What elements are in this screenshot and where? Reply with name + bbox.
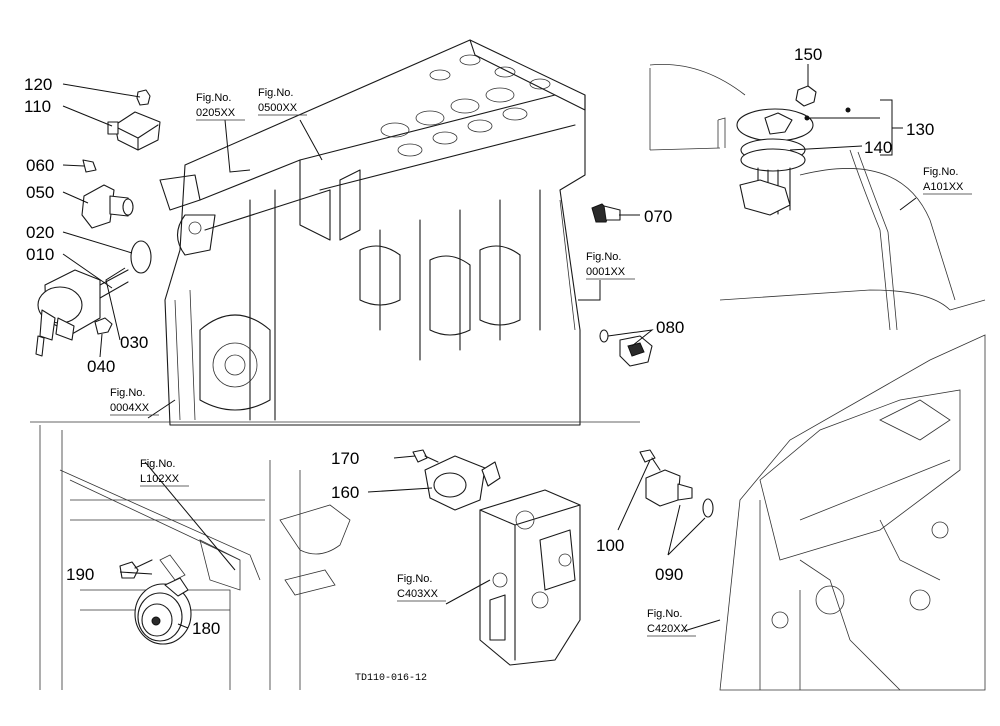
fig-ref-0001: Fig.No. 0001XX <box>586 251 635 280</box>
fig-ref-L102: Fig.No. L102XX <box>140 458 189 487</box>
nut-150-illustration <box>795 85 817 107</box>
frame-illustration <box>39 425 351 690</box>
drawing-code: TD110-016-12 <box>355 673 427 684</box>
svg-text:C420XX: C420XX <box>647 623 689 635</box>
fig-ref-C403: Fig.No. C403XX <box>397 573 446 602</box>
bolt-100-illustration <box>639 449 661 471</box>
part-label-040: 040 <box>87 357 115 376</box>
fig-ref-0205: Fig.No. 0205XX <box>196 92 245 121</box>
part-label-120: 120 <box>24 75 52 94</box>
part-label-180: 180 <box>192 619 220 638</box>
svg-text:Fig.No.: Fig.No. <box>110 387 145 399</box>
sensor-090-illustration <box>645 469 714 518</box>
svg-text:Fig.No.: Fig.No. <box>397 573 432 585</box>
engine-block-illustration <box>159 39 586 426</box>
leader-lines <box>62 64 917 632</box>
part-label-150: 150 <box>794 45 822 64</box>
sensor-080-illustration <box>599 329 653 367</box>
svg-text:Fig.No.: Fig.No. <box>923 166 958 178</box>
part-label-100: 100 <box>596 536 624 555</box>
bolt-120-illustration <box>136 89 151 106</box>
bolt-060-illustration <box>82 159 97 173</box>
bolt-170-illustration <box>412 449 439 463</box>
fig-ref-0500: Fig.No. 0500XX <box>258 87 307 116</box>
horn-180-illustration <box>134 577 192 645</box>
part-label-140: 140 <box>864 138 892 157</box>
tank-illustration <box>649 64 986 331</box>
svg-text:0004XX: 0004XX <box>110 402 150 414</box>
svg-text:C403XX: C403XX <box>397 588 439 600</box>
sensor-070-illustration <box>591 203 621 223</box>
svg-text:A101XX: A101XX <box>923 181 964 193</box>
part-label-060: 060 <box>26 156 54 175</box>
part-label-020: 020 <box>26 223 54 242</box>
part-label-110: 110 <box>24 97 51 116</box>
fig-ref-C420: Fig.No. C420XX <box>647 608 696 637</box>
fig-ref-0004: Fig.No. 0004XX <box>110 387 159 416</box>
transmission-case-illustration <box>719 334 986 691</box>
bolt-190-illustration <box>119 559 153 579</box>
solenoid-110-illustration <box>107 111 161 151</box>
sensor-160-illustration <box>424 455 501 511</box>
part-label-160: 160 <box>331 483 359 502</box>
svg-text:Fig.No.: Fig.No. <box>258 87 293 99</box>
valve-body-illustration <box>479 489 581 666</box>
sensor-050-illustration <box>81 184 134 229</box>
part-label-090: 090 <box>655 565 683 584</box>
part-label-170: 170 <box>331 449 359 468</box>
actuator-010-illustration <box>35 269 129 357</box>
sender-unit-140-illustration <box>736 107 851 216</box>
svg-text:0205XX: 0205XX <box>196 107 236 119</box>
part-label-130: 130 <box>906 120 934 139</box>
svg-text:Fig.No.: Fig.No. <box>140 458 175 470</box>
part-label-030: 030 <box>120 333 148 352</box>
fig-ref-A101: Fig.No. A101XX <box>923 166 972 195</box>
svg-text:Fig.No.: Fig.No. <box>647 608 682 620</box>
part-label-080: 080 <box>656 318 684 337</box>
part-label-070: 070 <box>644 207 672 226</box>
o-ring-020-illustration <box>130 240 152 274</box>
part-label-050: 050 <box>26 183 54 202</box>
svg-text:L102XX: L102XX <box>140 473 180 485</box>
svg-text:0500XX: 0500XX <box>258 102 298 114</box>
nut-040-illustration <box>94 317 113 335</box>
part-label-190: 190 <box>66 565 94 584</box>
svg-text:Fig.No.: Fig.No. <box>586 251 621 263</box>
part-label-010: 010 <box>26 245 54 264</box>
svg-text:0001XX: 0001XX <box>586 266 626 278</box>
svg-text:Fig.No.: Fig.No. <box>196 92 231 104</box>
